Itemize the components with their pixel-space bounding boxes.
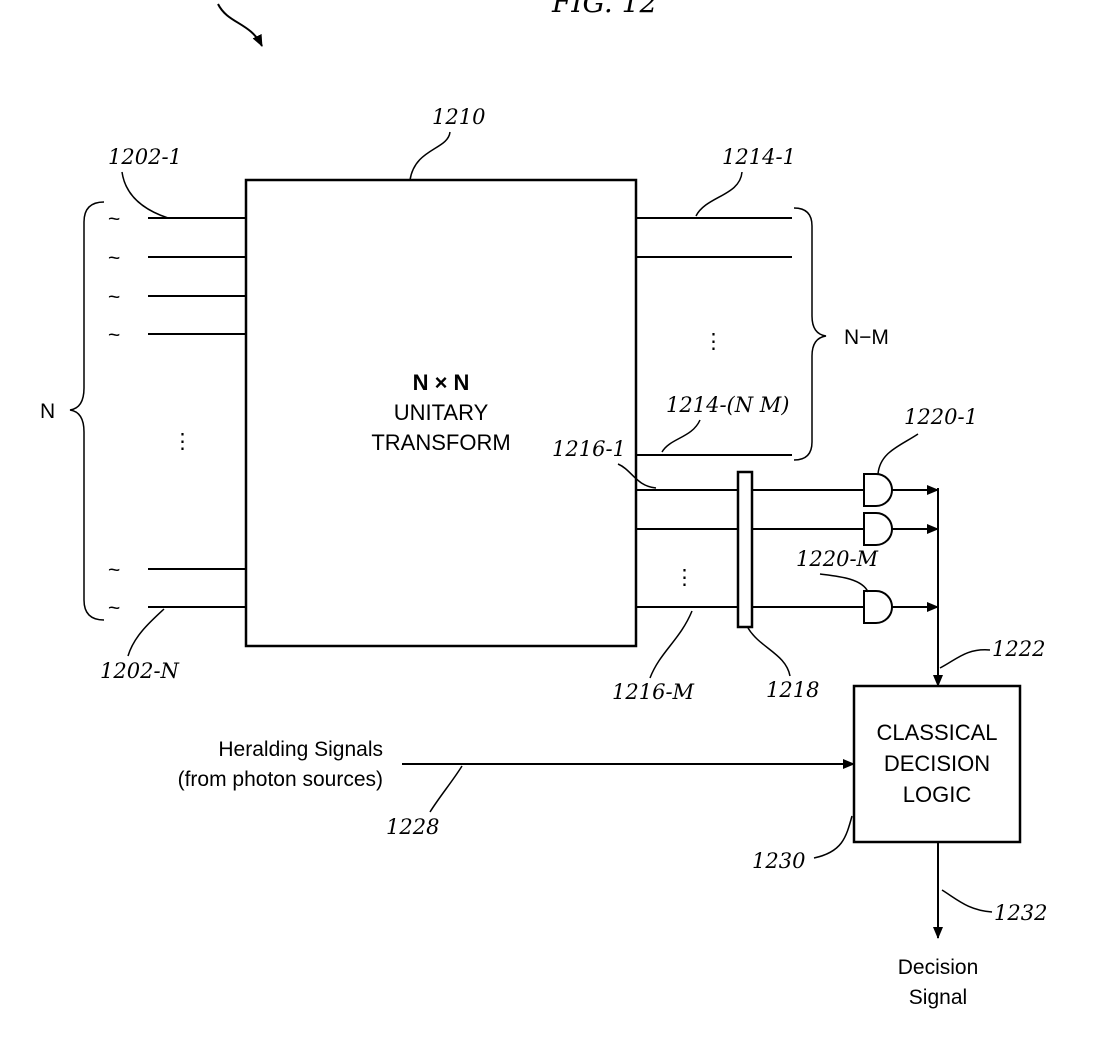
ref-1202-1: 1202-1 bbox=[108, 145, 182, 169]
photon-source-icon: ~ bbox=[108, 597, 120, 620]
leader-1218 bbox=[748, 628, 790, 676]
detector-icon bbox=[864, 591, 892, 623]
output-ellipsis: ⋮ bbox=[703, 330, 724, 353]
leader-1202-1 bbox=[122, 172, 168, 218]
leader-1202-n bbox=[128, 609, 164, 656]
detector-icon bbox=[864, 474, 892, 506]
ref-1220-m: 1220-M bbox=[796, 547, 879, 571]
leader-1214-1 bbox=[696, 172, 742, 216]
decision-logic-line1: CLASSICAL bbox=[876, 720, 997, 745]
leader-1228 bbox=[430, 766, 462, 812]
ref-1230: 1230 bbox=[752, 849, 805, 873]
photon-source-icon: ~ bbox=[108, 208, 120, 231]
ref-1202-n: 1202-N bbox=[100, 659, 180, 683]
heralding-label-line1: Heralding Signals bbox=[218, 738, 383, 761]
decision-signal-line1: Decision bbox=[898, 956, 979, 979]
ref-1220-1: 1220-1 bbox=[904, 405, 978, 429]
photon-source-icon: ~ bbox=[108, 247, 120, 270]
transform-label-line2: UNITARY bbox=[394, 400, 489, 425]
leader-1232 bbox=[942, 890, 992, 912]
measured-ellipsis: ⋮ bbox=[674, 566, 695, 589]
transform-label-line1: N × N bbox=[413, 370, 470, 395]
decision-signal-line2: Signal bbox=[909, 986, 967, 1009]
leader-1214-nm bbox=[662, 420, 700, 452]
ref-1216-m: 1216-M bbox=[612, 680, 695, 704]
ref-1210: 1210 bbox=[432, 105, 485, 129]
photon-source-icon: ~ bbox=[108, 559, 120, 582]
label-n: N bbox=[40, 400, 55, 423]
photon-source-icon: ~ bbox=[108, 286, 120, 309]
leader-1222 bbox=[940, 650, 990, 668]
ref-1218: 1218 bbox=[766, 678, 819, 702]
heralding-label-line2: (from photon sources) bbox=[178, 768, 383, 791]
photon-source-icon: ~ bbox=[108, 324, 120, 347]
input-ellipsis: ⋮ bbox=[172, 430, 193, 453]
ref-1214-nm: 1214-(N M) bbox=[666, 393, 789, 417]
leader-1220-m bbox=[820, 574, 868, 592]
ref-1228: 1228 bbox=[386, 815, 439, 839]
leader-1216-m bbox=[650, 611, 692, 678]
label-n-minus-m: N−M bbox=[844, 326, 889, 349]
detector-icon bbox=[864, 513, 892, 545]
ref-1214-1: 1214-1 bbox=[722, 145, 796, 169]
decision-logic-line3: LOGIC bbox=[903, 782, 972, 807]
filter-bar-1218 bbox=[738, 472, 752, 627]
figure-title: FIG. 12 bbox=[551, 0, 657, 19]
decision-logic-line2: DECISION bbox=[884, 751, 990, 776]
ref-1222: 1222 bbox=[992, 637, 1045, 661]
right-brace-n-minus-m bbox=[794, 208, 826, 460]
ref-1232: 1232 bbox=[994, 901, 1047, 925]
leader-1220-1 bbox=[878, 434, 918, 474]
leader-1210 bbox=[410, 132, 450, 180]
left-brace-n bbox=[70, 202, 104, 620]
leader-1230 bbox=[814, 816, 852, 858]
figure-pointer-arrow bbox=[218, 4, 262, 46]
ref-1216-1: 1216-1 bbox=[552, 437, 626, 461]
transform-label-line3: TRANSFORM bbox=[371, 430, 510, 455]
